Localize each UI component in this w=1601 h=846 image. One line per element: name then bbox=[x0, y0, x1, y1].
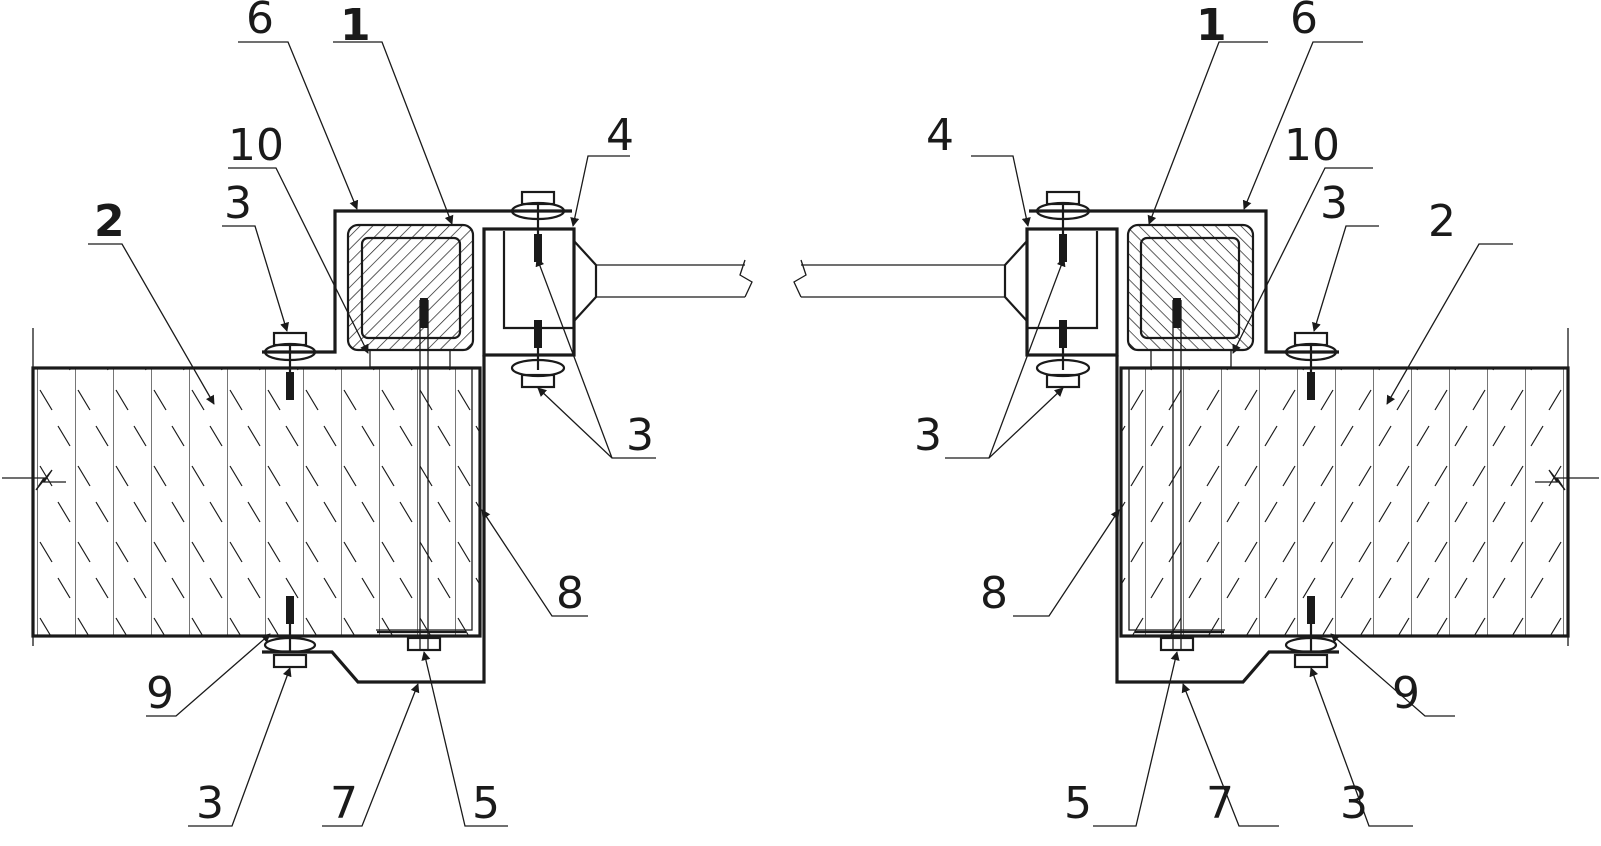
right-screw-bracket-top bbox=[1035, 190, 1091, 262]
left-bracket bbox=[482, 227, 753, 357]
left-label-4: 4 bbox=[606, 110, 634, 161]
left-leaders bbox=[88, 41, 656, 827]
right-label-4: 4 bbox=[926, 110, 954, 161]
right-label-3-top: 3 bbox=[1320, 178, 1348, 229]
right-label-7: 7 bbox=[1206, 778, 1234, 829]
left-inner-lining bbox=[376, 368, 473, 631]
left-lower-profile bbox=[262, 368, 486, 684]
left-bent-profile bbox=[262, 209, 572, 354]
right-long-screw bbox=[1159, 298, 1195, 652]
right-label-1: 1 bbox=[1196, 0, 1227, 51]
right-bracket bbox=[793, 227, 1119, 357]
left-screw-bracket-bottom bbox=[510, 320, 566, 389]
left-label-9: 9 bbox=[146, 668, 174, 719]
right-label-9: 9 bbox=[1392, 668, 1420, 719]
right-sandwich-panel bbox=[1119, 328, 1599, 646]
left-label-3-bracket: 3 bbox=[626, 410, 654, 461]
right-inner-lining bbox=[1128, 368, 1225, 631]
left-labels: 6 1 10 4 3 2 3 8 9 3 7 5 bbox=[94, 0, 654, 829]
left-label-3-bottom: 3 bbox=[196, 778, 224, 829]
right-label-5: 5 bbox=[1064, 778, 1092, 829]
left-screw-bottom bbox=[263, 596, 317, 669]
right-label-3-bracket: 3 bbox=[914, 410, 942, 461]
right-label-3-bottom: 3 bbox=[1340, 778, 1368, 829]
right-screw-top bbox=[1284, 331, 1338, 400]
left-label-6: 6 bbox=[246, 0, 274, 44]
left-sandwich-panel bbox=[2, 328, 482, 646]
left-label-7: 7 bbox=[330, 778, 358, 829]
right-label-2: 2 bbox=[1428, 196, 1456, 247]
left-label-5: 5 bbox=[472, 778, 500, 829]
right-label-8: 8 bbox=[980, 568, 1008, 619]
right-labels: 1 6 4 10 3 2 3 8 9 5 7 3 bbox=[914, 0, 1456, 829]
left-label-8: 8 bbox=[556, 568, 584, 619]
left-long-screw bbox=[406, 298, 442, 652]
right-screw-bracket-bottom bbox=[1035, 320, 1091, 389]
right-label-6: 6 bbox=[1290, 0, 1318, 44]
left-screw-top bbox=[263, 331, 317, 400]
right-seal-tape bbox=[1150, 349, 1232, 368]
left-label-10: 10 bbox=[228, 120, 284, 171]
right-square-tube bbox=[1126, 223, 1255, 352]
left-label-3-top: 3 bbox=[224, 178, 252, 229]
right-label-10: 10 bbox=[1284, 120, 1340, 171]
left-square-tube bbox=[346, 223, 475, 352]
right-leaders bbox=[945, 41, 1513, 827]
left-label-2: 2 bbox=[94, 196, 125, 247]
left-seal-tape bbox=[369, 349, 451, 368]
left-assembly: 6 1 10 4 3 2 3 8 9 3 7 5 bbox=[2, 0, 753, 829]
right-bent-profile bbox=[1029, 209, 1339, 354]
right-assembly: 1 6 4 10 3 2 3 8 9 5 7 3 bbox=[793, 0, 1599, 829]
right-screw-bottom bbox=[1284, 596, 1338, 669]
left-label-1: 1 bbox=[340, 0, 371, 51]
left-screw-bracket-top bbox=[510, 190, 566, 262]
right-lower-profile bbox=[1115, 368, 1339, 684]
